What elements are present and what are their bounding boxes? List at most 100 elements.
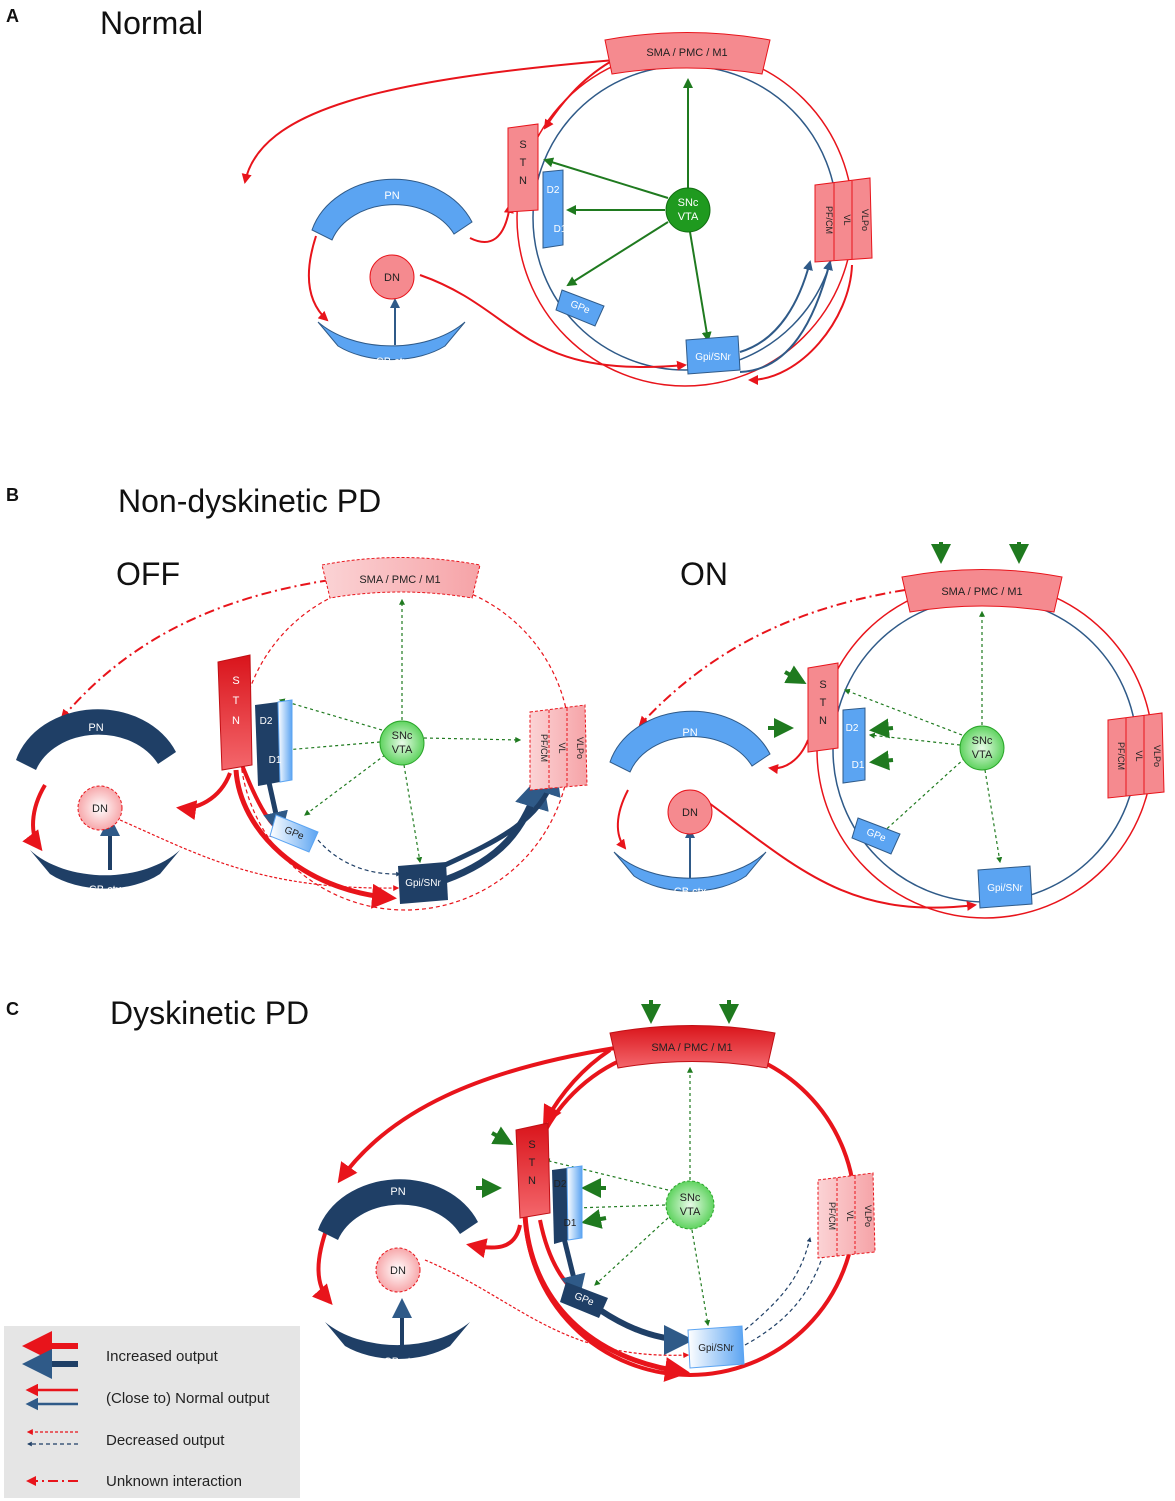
c-vlpo-label: VLPo <box>863 1205 873 1227</box>
legend-increased: Increased output <box>21 1331 219 1379</box>
panel-a-title: Normal <box>100 5 203 41</box>
panel-b-off-gpi: Gpi/SNr <box>398 862 448 904</box>
panel-c-striatum: D2 D1 <box>552 1165 583 1244</box>
panel-b-on-stn: S T N <box>807 662 839 753</box>
pn-label: PN <box>384 190 399 202</box>
off-pfcm-label: PF/CM <box>539 734 549 762</box>
panel-a-gpi: Gpi/SNr <box>685 335 741 375</box>
panel-a-snc: SNc VTA <box>665 187 711 233</box>
panel-a-pn: PN <box>311 178 473 241</box>
panel-c-gpe: GPe <box>560 1282 608 1318</box>
on-gpi-label: Gpi/SNr <box>987 883 1023 894</box>
panel-b-on-thalamus: PF/CM VL VLPo <box>1107 712 1165 799</box>
panel-b-on-striatum: D2 D1 <box>842 707 866 784</box>
on-d1-label: D1 <box>852 760 865 771</box>
off-gpi-label: Gpi/SNr <box>405 878 441 889</box>
on-vlpo-label: VLPo <box>1152 745 1162 767</box>
legend-unknown: Unknown interaction <box>26 1473 242 1490</box>
panel-a-stn: S T N <box>507 123 539 213</box>
panel-b-off: SMA / PMC / M1 S T N D2 D1 SNc VTA <box>16 557 588 911</box>
c-snc-label: SNc <box>680 1192 701 1204</box>
panel-b-on-connections <box>616 581 1154 919</box>
panel-b-on-dopamine <box>843 610 1003 864</box>
cortex-label: SMA / PMC / M1 <box>646 47 727 59</box>
panel-c-stn: S T N <box>515 1122 551 1219</box>
on-stn-letter-1: S <box>819 679 826 691</box>
off-cortex-label: SMA / PMC / M1 <box>359 574 440 586</box>
panel-c-letter: C <box>6 999 19 1019</box>
c-dn-label: DN <box>390 1265 406 1277</box>
panel-a-striatum: D2 D1 <box>542 169 567 249</box>
off-stn-letter-3: N <box>232 715 240 727</box>
legend-decreased: Decreased output <box>26 1429 225 1449</box>
gpi-label: Gpi/SNr <box>695 352 731 363</box>
c-d2-label: D2 <box>554 1179 567 1190</box>
panel-b-off-cb: CB ctx <box>30 850 180 896</box>
off-snc-label: SNc <box>392 730 413 742</box>
on-vta-label: VTA <box>972 749 993 761</box>
vl-label: VL <box>842 214 852 225</box>
panel-a-cb: CB ctx <box>317 321 466 368</box>
legend-decreased-label: Decreased output <box>106 1432 225 1449</box>
legend-normal-label: (Close to) Normal output <box>106 1390 270 1407</box>
on-pfcm-label: PF/CM <box>1116 742 1126 770</box>
panel-c: C Dyskinetic PD <box>6 995 876 1382</box>
d2-label: D2 <box>547 185 560 196</box>
panel-b-off-cortex: SMA / PMC / M1 <box>321 557 481 599</box>
off-cb-label: CB ctx <box>89 884 122 896</box>
c-vta-label: VTA <box>680 1206 701 1218</box>
on-stn-letter-2: T <box>820 697 827 709</box>
legend-normal: (Close to) Normal output <box>25 1383 270 1411</box>
panel-b-on-cortex: SMA / PMC / M1 <box>901 569 1063 613</box>
on-vl-label: VL <box>1134 750 1144 761</box>
panel-c-snc: SNc VTA <box>665 1180 715 1230</box>
off-pn-label: PN <box>88 722 103 734</box>
panel-c-cb: CB ctx <box>325 1322 470 1368</box>
panel-a-thalamus: PF/CM VL VLPo <box>814 177 873 263</box>
dn-label: DN <box>384 272 400 284</box>
panel-b-off-pn: PN <box>16 709 176 770</box>
panel-b-on-cb: CB ctx <box>613 851 767 898</box>
panel-c-pn: PN <box>318 1179 478 1240</box>
vlpo-label: VLPo <box>860 209 870 231</box>
panel-c-connections <box>311 1043 857 1382</box>
on-cortex-label: SMA / PMC / M1 <box>941 586 1022 598</box>
d1-label: D1 <box>554 224 567 235</box>
panel-b-on: SMA / PMC / M1 S T N D2 D1 SNc VTA <box>609 542 1165 919</box>
c-cortex-label: SMA / PMC / M1 <box>651 1042 732 1054</box>
panel-a-dn: DN <box>369 254 415 300</box>
legend: Increased output (Close to) Normal outpu… <box>4 1326 300 1498</box>
panel-b-off-gpe: GPe <box>269 814 319 853</box>
on-snc-label: SNc <box>972 735 993 747</box>
vta-label: VTA <box>678 211 699 223</box>
panel-b-on-dn: DN <box>667 789 713 835</box>
c-gpi-label: Gpi/SNr <box>698 1343 734 1354</box>
legend-box <box>4 1326 300 1498</box>
snc-label: SNc <box>678 197 699 209</box>
panel-b-off-thalamus: PF/CM VL VLPo <box>529 704 588 791</box>
panel-a-gpe: GPe <box>555 289 605 327</box>
panel-c-green-arrows <box>476 1000 739 1229</box>
panel-b-off-striatum: D2 D1 <box>255 699 293 786</box>
panel-b-on-gpe: GPe <box>851 817 901 855</box>
panel-b-on-gpi: Gpi/SNr <box>977 865 1033 909</box>
panel-a-cortex: SMA / PMC / M1 <box>604 32 771 75</box>
panel-c-dn: DN <box>375 1247 421 1293</box>
off-vta-label: VTA <box>392 744 413 756</box>
off-dn-label: DN <box>92 803 108 815</box>
c-stn-letter-2: T <box>529 1157 536 1169</box>
off-stn-letter-1: S <box>232 675 239 687</box>
on-pn-label: PN <box>682 727 697 739</box>
panel-b-title: Non-dyskinetic PD <box>118 483 381 519</box>
stn-letter-2: T <box>520 157 527 169</box>
panel-b-off-connections <box>22 579 571 911</box>
panel-b-off-dn: DN <box>77 785 123 831</box>
panel-c-thalamus: PF/CM VL VLPo <box>817 1172 876 1259</box>
panel-c-cortex: SMA / PMC / M1 <box>609 1025 776 1069</box>
panel-b-letter: B <box>6 485 19 505</box>
panel-b-on-green-arrows <box>768 542 1029 771</box>
panel-a: A Normal SMA / PMC / M1 <box>6 5 873 387</box>
panel-a-dopamine <box>543 78 712 342</box>
panel-b-off-snc: SNc VTA <box>379 720 425 766</box>
